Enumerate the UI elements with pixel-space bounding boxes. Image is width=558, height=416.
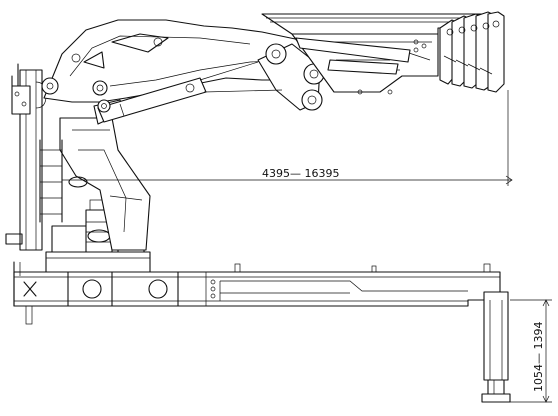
leg-height-dimension: 1054— 1394 (510, 299, 552, 403)
telescopic-boom (261, 13, 497, 95)
control-stand (5, 63, 63, 251)
outrigger-leg (481, 291, 511, 403)
knuckle-link (185, 43, 325, 111)
column (59, 117, 151, 251)
outrigger-beam (13, 261, 501, 325)
reach-dimension-label: 4395— 16395 (262, 167, 339, 180)
leg-height-dimension-label: 1054— 1394 (532, 322, 545, 393)
reach-dimension: 4395— 16395 (62, 90, 513, 186)
lift-cylinder (93, 77, 207, 125)
boom-extensions (439, 11, 505, 93)
